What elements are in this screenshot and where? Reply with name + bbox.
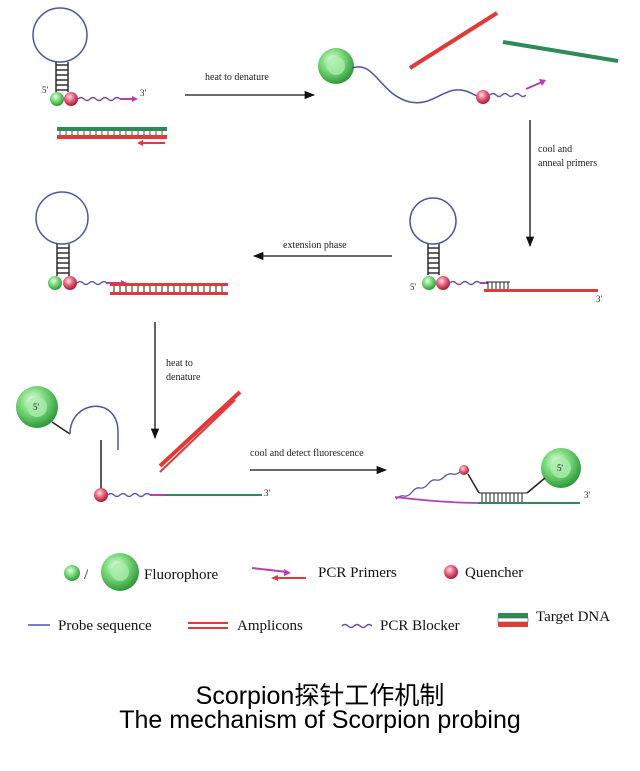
primer-binding bbox=[486, 281, 510, 289]
three-prime-mark: 3' bbox=[596, 294, 603, 304]
three-prime-mark: 3' bbox=[264, 488, 271, 498]
panel-opened: 5' 3' bbox=[16, 386, 271, 502]
stem-rungs bbox=[55, 62, 69, 92]
legend-probe-sequence-label: Probe sequence bbox=[58, 618, 152, 634]
fluorophore-small bbox=[50, 92, 64, 106]
quencher bbox=[436, 276, 450, 290]
extension-phase-label: extension phase bbox=[283, 240, 347, 251]
step-cool-anneal: cool and anneal primers bbox=[525, 120, 597, 248]
probe-sequence bbox=[69, 405, 119, 450]
legend-quencher-icon bbox=[444, 565, 458, 579]
five-prime-mark: 5' bbox=[42, 85, 49, 95]
probe-bound-duplex bbox=[479, 492, 527, 502]
three-prime-mark: 3' bbox=[584, 490, 591, 500]
cool-detect-label: cool and detect fluorescence bbox=[250, 448, 364, 459]
extended-duplex bbox=[110, 283, 228, 295]
step-cool-detect: cool and detect fluorescence bbox=[250, 448, 388, 475]
target-dna bbox=[57, 127, 167, 146]
quencher bbox=[476, 90, 490, 104]
legend: / Fluorophore PCR Primers Quencher Probe… bbox=[28, 553, 610, 634]
legend-primers-icon bbox=[251, 567, 306, 581]
denature-label: denature bbox=[166, 372, 201, 383]
step-extension: extension phase bbox=[252, 240, 392, 261]
pcr-blocker bbox=[107, 492, 151, 498]
panel-initial-probe: 5' 3' bbox=[32, 7, 167, 146]
legend-target-dna-icon bbox=[497, 613, 529, 627]
quencher bbox=[63, 276, 77, 290]
pcr-blocker bbox=[449, 280, 481, 286]
probe-loop bbox=[32, 7, 88, 63]
pcr-blocker bbox=[489, 92, 527, 98]
legend-pcr-primers-label: PCR Primers bbox=[318, 565, 397, 581]
probe-loop bbox=[409, 197, 457, 245]
pcr-blocker bbox=[395, 471, 461, 500]
probe-loop bbox=[35, 191, 89, 245]
pcr-blocker bbox=[77, 96, 121, 102]
amplicon-strand bbox=[158, 390, 242, 468]
three-prime-mark: 3' bbox=[140, 88, 147, 98]
step-heat-to-denature: heat to denature bbox=[185, 72, 316, 100]
legend-quencher-label: Quencher bbox=[465, 565, 523, 581]
heat-to-denature-label: heat to denature bbox=[205, 72, 269, 83]
pcr-primer bbox=[525, 81, 543, 90]
five-prime-mark: 5' bbox=[557, 463, 564, 473]
caption-chinese: Scorpion探针工作机制 bbox=[195, 682, 445, 710]
amplicon-template bbox=[484, 289, 598, 292]
quencher bbox=[459, 465, 469, 475]
anneal-primers-label: anneal primers bbox=[538, 158, 597, 169]
panel-extended bbox=[35, 191, 228, 295]
fluorophore-small bbox=[48, 276, 62, 290]
legend-fluorophore-small-icon bbox=[64, 565, 80, 581]
target-strand bbox=[502, 40, 619, 63]
amplicon-strand bbox=[408, 11, 499, 70]
legend-target-dna-label: Target DNA bbox=[536, 609, 610, 625]
step-heat-to-denature-2: heat to denature bbox=[150, 322, 201, 440]
fluorophore-small bbox=[422, 276, 436, 290]
legend-pcr-blocker-label: PCR Blocker bbox=[380, 618, 460, 634]
panel-detection: 5' 3' bbox=[394, 448, 591, 504]
probe-sequence bbox=[351, 66, 478, 104]
five-prime-mark: 5' bbox=[33, 402, 40, 412]
legend-amplicons-label: Amplicons bbox=[237, 618, 303, 634]
five-prime-mark: 5' bbox=[410, 282, 417, 292]
panel-denatured bbox=[318, 11, 619, 104]
pcr-blocker bbox=[76, 280, 108, 286]
quencher bbox=[64, 92, 78, 106]
heat-to-label: heat to bbox=[166, 358, 193, 369]
legend-pcr-blocker-icon bbox=[341, 623, 373, 629]
caption-english: The mechanism of Scorpion probing bbox=[119, 706, 521, 734]
quencher bbox=[94, 488, 108, 502]
panel-annealed: 5' 3' bbox=[409, 197, 603, 304]
pcr-primer bbox=[394, 496, 481, 504]
legend-fluorophore-label: Fluorophore bbox=[144, 567, 219, 583]
cool-and-label: cool and bbox=[538, 144, 572, 155]
legend-slash: / bbox=[84, 567, 89, 583]
legend-amplicons-icon bbox=[188, 622, 228, 629]
